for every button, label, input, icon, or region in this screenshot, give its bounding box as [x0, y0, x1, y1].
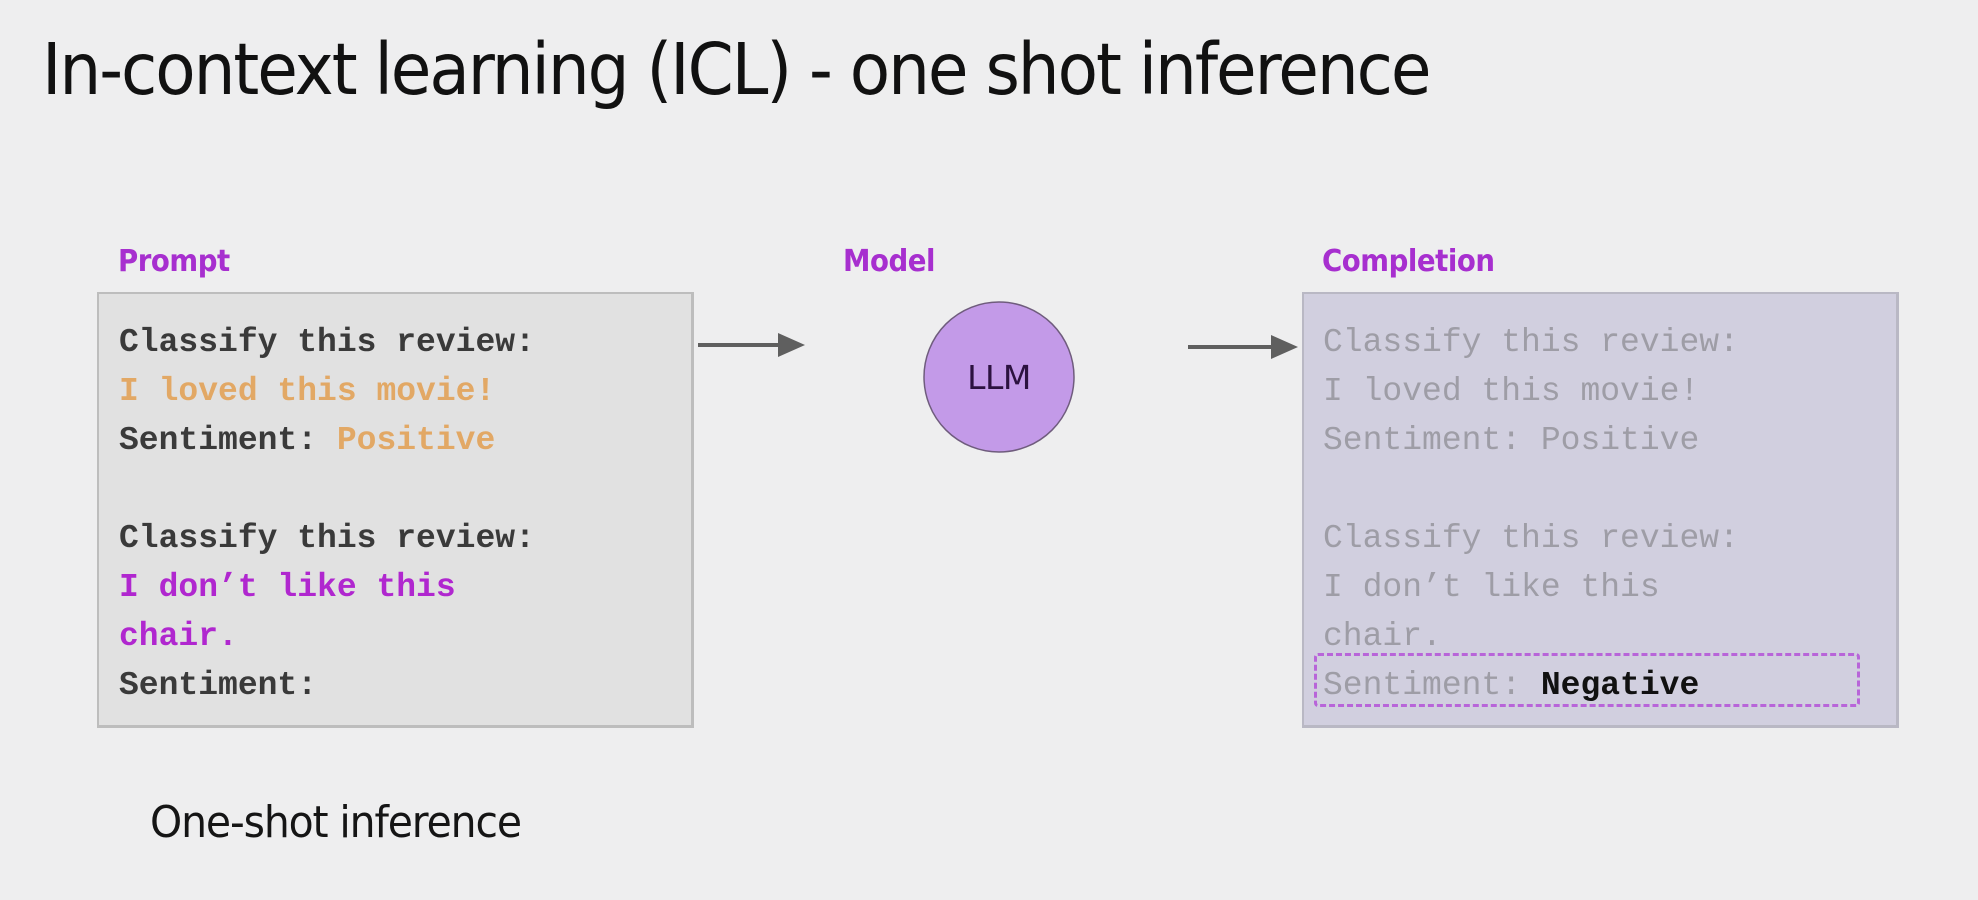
- arrow-prompt-to-model: [698, 333, 805, 357]
- completion-line-segment: Sentiment:: [1323, 667, 1541, 704]
- completion-line: Classify this review:: [1323, 514, 1739, 563]
- arrow-model-to-completion: [1188, 335, 1298, 359]
- completion-line-segment: Classify this review:: [1323, 324, 1739, 361]
- prompt-line-segment: I don’t like this: [119, 569, 456, 606]
- completion-box: Classify this review: I loved this movie!…: [1302, 292, 1899, 728]
- prompt-line-segment: Classify this review:: [119, 324, 535, 361]
- prompt-line: Classify this review:: [119, 318, 535, 367]
- completion-line: Sentiment: Positive: [1323, 416, 1739, 465]
- completion-text: Classify this review: I loved this movie!…: [1323, 318, 1739, 710]
- completion-line-segment: I don’t like this: [1323, 569, 1660, 606]
- completion-label: Completion: [1322, 244, 1495, 279]
- prompt-line: [119, 465, 535, 514]
- prompt-label: Prompt: [118, 244, 230, 279]
- completion-line: [1323, 465, 1739, 514]
- completion-line: I loved this movie!: [1323, 367, 1739, 416]
- completion-line-segment: Sentiment: Positive: [1323, 422, 1700, 459]
- prompt-line-segment: Sentiment:: [119, 667, 318, 704]
- completion-line-segment: Classify this review:: [1323, 520, 1739, 557]
- completion-line: Classify this review:: [1323, 318, 1739, 367]
- prompt-line-segment: Classify this review:: [119, 520, 535, 557]
- completion-line: Sentiment: Negative: [1323, 661, 1739, 710]
- prompt-text: Classify this review: I loved this movie!…: [119, 318, 535, 710]
- completion-line: I don’t like this: [1323, 563, 1739, 612]
- llm-node-label: LLM: [967, 357, 1031, 397]
- prompt-box: Classify this review: I loved this movie!…: [97, 292, 694, 728]
- prompt-line-segment: Positive: [336, 422, 496, 459]
- prompt-line: chair.: [119, 612, 535, 661]
- prompt-line-segment: chair.: [119, 618, 238, 655]
- completion-line-segment: Negative: [1540, 667, 1700, 704]
- generated-output-highlight: [1314, 653, 1860, 707]
- prompt-line-segment: I loved this movie!: [119, 373, 496, 410]
- completion-line-segment: I loved this movie!: [1323, 373, 1700, 410]
- slide-title: In-context learning (ICL) - one shot inf…: [42, 28, 1432, 111]
- prompt-line: Sentiment:: [119, 661, 535, 710]
- model-label: Model: [843, 244, 936, 279]
- completion-line: chair.: [1323, 612, 1739, 661]
- prompt-line: Sentiment: Positive: [119, 416, 535, 465]
- prompt-line: Classify this review:: [119, 514, 535, 563]
- completion-line-segment: chair.: [1323, 618, 1442, 655]
- prompt-line: I loved this movie!: [119, 367, 535, 416]
- footer-caption: One-shot inference: [150, 797, 522, 848]
- prompt-line: I don’t like this: [119, 563, 535, 612]
- prompt-line-segment: Sentiment:: [119, 422, 337, 459]
